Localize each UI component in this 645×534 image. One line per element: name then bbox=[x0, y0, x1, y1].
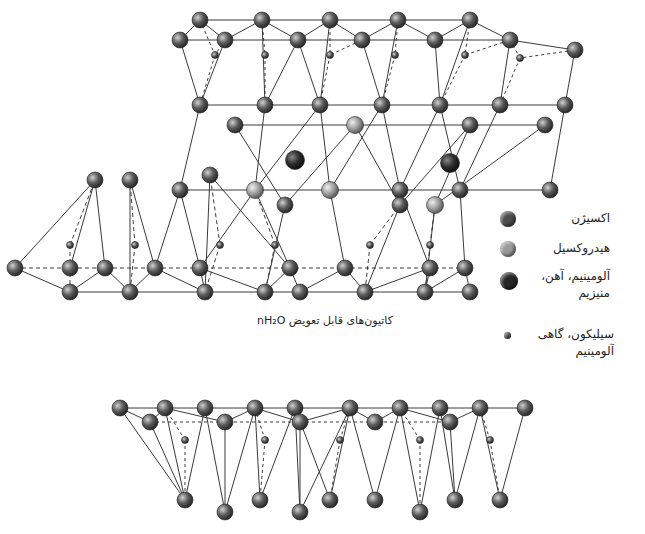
legend-text: آلومینیم، آهن، منیزیم bbox=[526, 268, 610, 303]
legend-swatch bbox=[500, 241, 516, 257]
legend-text: اکسیژن bbox=[526, 210, 610, 227]
legend-item: هیدروکسیل bbox=[500, 240, 610, 257]
legend-swatch bbox=[500, 272, 518, 290]
lattice-atoms bbox=[7, 12, 583, 520]
legend-item: سیلیکون، گاهی آلومینیم bbox=[504, 326, 614, 361]
legend-text: سیلیکون، گاهی آلومینیم bbox=[530, 326, 614, 361]
legend-item: اکسیژن bbox=[500, 210, 610, 227]
cation-label: کاتیون‌های قابل تعویض nH₂O bbox=[210, 314, 440, 329]
legend-item: آلومینیم، آهن، منیزیم bbox=[500, 268, 610, 303]
lattice-bonds bbox=[15, 20, 575, 512]
legend-text: هیدروکسیل bbox=[526, 240, 610, 257]
legend-swatch bbox=[504, 332, 511, 339]
legend-swatch bbox=[500, 211, 516, 227]
